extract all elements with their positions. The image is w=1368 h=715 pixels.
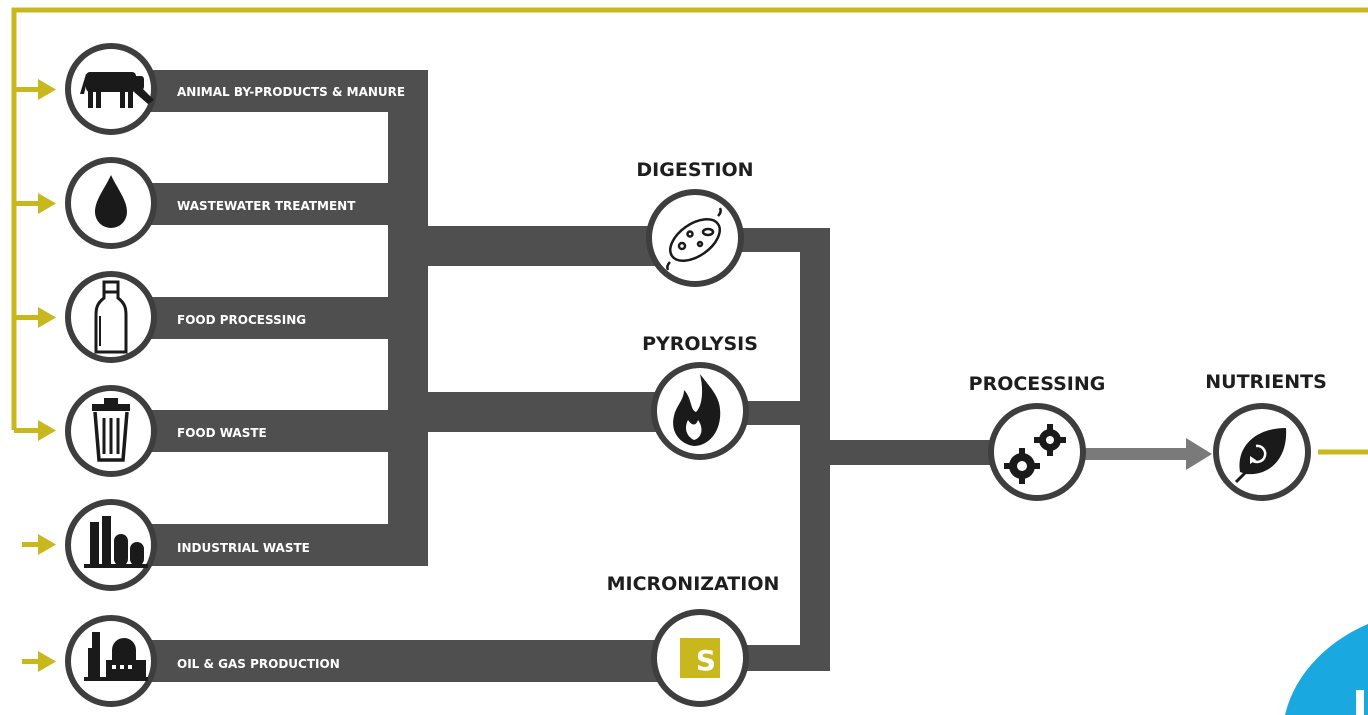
source-label-2: WASTEWATER TREATMENT: [177, 199, 356, 213]
source-node-5: [65, 499, 157, 591]
nutrients-node: [1213, 403, 1311, 501]
feedback-arrows: [14, 79, 56, 672]
refinery-icon: [84, 632, 148, 681]
source-label-1: ANIMAL BY-PRODUCTS & MANURE: [177, 85, 405, 99]
source-label-4: FOOD WASTE: [177, 426, 267, 440]
s-logo-icon: [680, 638, 720, 678]
flame-icon: [673, 374, 721, 446]
blue-corner-mark: [1356, 690, 1364, 715]
feedback-line: [11, 7, 1368, 430]
s-logo-letter: S: [696, 644, 716, 677]
flow-bands: [120, 70, 1020, 682]
processing-label: PROCESSING: [969, 373, 1106, 395]
source-node-6: [65, 615, 157, 707]
water-drop-icon: [95, 175, 127, 228]
trash-can-icon: [92, 398, 130, 462]
factory-tanks-icon: [84, 516, 148, 568]
pyrolysis-label: PYROLYSIS: [642, 333, 758, 355]
arrow-to-source-5: [22, 534, 56, 555]
processing-node: [988, 403, 1086, 501]
source-node-3: [65, 271, 157, 363]
source-label-3: FOOD PROCESSING: [177, 313, 306, 327]
arrow-processing-to-nutrients: [1085, 438, 1212, 470]
source-band-2: [120, 183, 390, 225]
source-band-3: [120, 297, 390, 339]
leaf-recycle-icon: [1234, 428, 1287, 484]
blue-corner-shape: [1285, 624, 1368, 715]
flow-gaps: [700, 252, 800, 645]
nutrients-label: NUTRIENTS: [1205, 371, 1327, 393]
arrow-to-source-4: [14, 420, 56, 441]
digestion-label: DIGESTION: [636, 159, 753, 181]
arrow-to-source-1: [14, 79, 56, 100]
arrow-to-source-3: [14, 307, 56, 328]
arrow-to-source-2: [14, 193, 56, 214]
cow-icon: [80, 72, 154, 108]
digestion-node: [646, 189, 744, 287]
milk-bottle-icon: [94, 280, 128, 354]
band-to-pyrolysis: [428, 392, 690, 432]
pyrolysis-node: [651, 362, 749, 460]
source-band-4: [120, 410, 390, 452]
gears-icon: [1004, 424, 1066, 484]
source-label-6: OIL & GAS PRODUCTION: [177, 657, 340, 671]
source-node-4: [65, 385, 157, 477]
source-band-5: [120, 524, 390, 566]
merge-bar: [800, 228, 830, 671]
micronization-node: S: [651, 609, 749, 707]
feedback-loop: [11, 7, 1368, 455]
microbe-icon: [666, 207, 722, 271]
source-band-6: [120, 640, 700, 682]
source-node-2: [65, 157, 157, 249]
source-band-1: [120, 70, 428, 112]
source-label-5: INDUSTRIAL WASTE: [177, 541, 310, 555]
arrow-to-source-6: [22, 651, 56, 672]
micronization-label: MICRONIZATION: [607, 573, 780, 595]
collector-bar: [388, 70, 428, 566]
source-node-1: [65, 43, 157, 135]
